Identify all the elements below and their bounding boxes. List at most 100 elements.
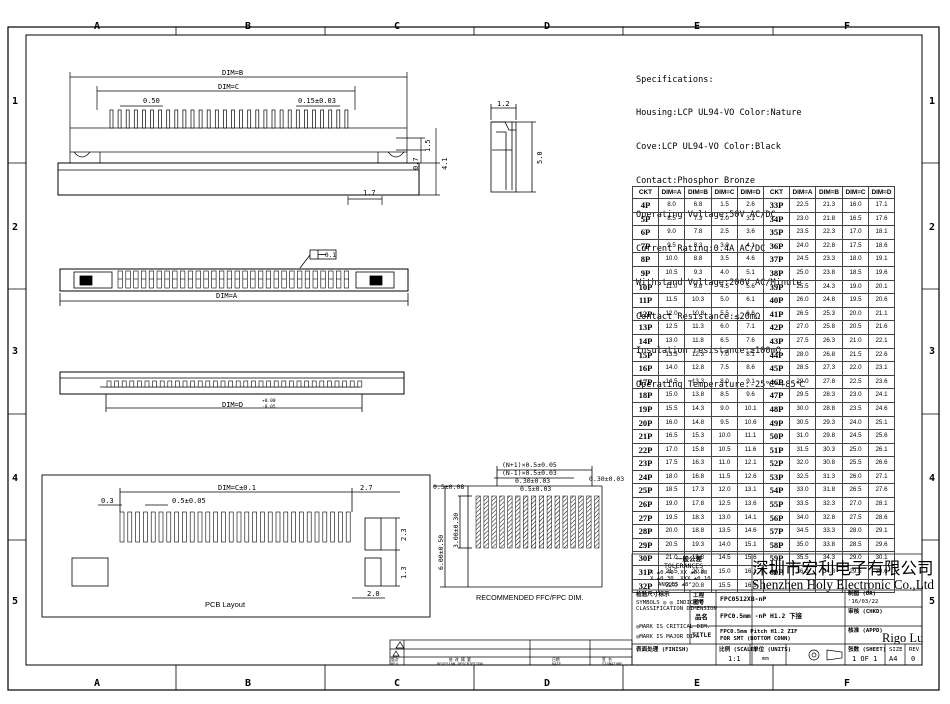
dim-cell: 10.3	[684, 293, 712, 308]
dim-cell: 27.8	[815, 374, 843, 390]
pcb-03-label: 0.3	[101, 497, 114, 505]
fpc-finger	[586, 495, 592, 549]
zone-column-label: A	[94, 678, 100, 689]
dim-cell: 19.0	[842, 279, 869, 295]
dim-07-label: 0.7	[412, 157, 420, 170]
contact-pin	[117, 270, 123, 289]
zone-column-label: B	[245, 21, 251, 32]
dim-cell: 23.5	[789, 225, 816, 240]
dim-cell: 19.3	[684, 537, 712, 553]
contact-pin	[342, 380, 347, 388]
ckt-cell: 17P	[632, 374, 659, 390]
ckt-cell: 9P	[632, 265, 659, 281]
approver-name: Rigo Lu	[882, 631, 924, 645]
dim-cell: 35.0	[789, 537, 816, 553]
contact-pin	[125, 270, 131, 289]
dim-cell: 31.8	[815, 483, 843, 499]
contact-pin	[114, 380, 119, 388]
dim-cell: 19.5	[842, 293, 869, 308]
side-width-label: 1.2	[497, 100, 510, 108]
dim-cell: 24.3	[815, 279, 843, 295]
dim-cell: 27.5	[842, 510, 869, 526]
dim-cell: 24.1	[868, 388, 895, 403]
zone-row-label: 5	[12, 596, 18, 607]
contact-pin	[133, 109, 138, 129]
dim-cell: 19.5	[658, 510, 685, 526]
dim-cell: 14.6	[737, 524, 764, 539]
dim-cell: 20.6	[868, 293, 895, 308]
dim-cell: 14.8	[684, 415, 712, 431]
fpc-finger	[523, 495, 529, 549]
dim-cell: 27.0	[842, 497, 869, 512]
table-header-cell: DIM=C	[842, 186, 869, 199]
contact-pin	[182, 109, 187, 129]
dim-cell: 19.6	[868, 265, 895, 281]
ckt-cell: 43P	[763, 333, 790, 349]
dim-cell: 29.3	[815, 415, 843, 431]
dim-cell: 14.3	[684, 401, 712, 417]
dim-cell: 15.1	[737, 537, 764, 553]
dim-cell: 11.0	[711, 456, 738, 471]
contact-pin	[156, 270, 162, 289]
dim-cell: 29.0	[789, 374, 816, 390]
ckt-cell: 45P	[763, 361, 790, 376]
dim-cell: 3.0	[711, 238, 738, 254]
pcb-pad	[197, 511, 203, 543]
pcb-pad	[322, 511, 328, 543]
dim-cell: 17.0	[658, 442, 685, 458]
ckt-cell: 52P	[763, 456, 790, 471]
pcb-pad	[119, 511, 125, 543]
pcb-pad	[166, 511, 172, 543]
contact-pin	[174, 109, 179, 129]
contact-pin	[266, 380, 271, 388]
pcb-pad	[213, 511, 218, 543]
contact-pin	[133, 270, 139, 289]
ckt-cell: 22P	[632, 442, 659, 458]
units-value: mm	[762, 656, 769, 662]
flatness-label: 0.1	[325, 252, 336, 259]
ckt-cell: 27P	[632, 510, 659, 526]
ckt-cell: 26P	[632, 497, 659, 512]
contact-pin	[231, 109, 235, 129]
title-line-1: FPC0.5mm Pitch H1.2 ZIF	[720, 629, 798, 635]
dim-cell: 31.5	[789, 442, 816, 458]
dim-cell: 3.1	[737, 211, 764, 227]
front-view	[57, 72, 440, 205]
zone-row-label: 4	[929, 473, 935, 484]
fpc-300-label: 3.00±0.30	[452, 513, 460, 548]
dim-cell: 15.5	[711, 578, 738, 594]
contact-pin	[226, 270, 232, 289]
dim-cell: 22.8	[815, 238, 843, 254]
contact-pin	[206, 109, 211, 129]
dim-cell: 16.5	[842, 211, 869, 227]
ckt-cell: 8P	[632, 252, 659, 267]
contact-pin	[198, 109, 203, 129]
contact-pin	[219, 270, 225, 289]
table-header-cell: DIM=A	[789, 186, 816, 199]
contact-pin	[228, 380, 233, 388]
dim-cell: 28.6	[868, 510, 895, 526]
contact-pin	[296, 380, 302, 388]
dim-cell: 9.5	[658, 238, 685, 254]
dim-cell: 12.5	[658, 320, 685, 335]
pcb-pad	[135, 511, 140, 543]
spec-heading: Specifications:	[636, 74, 714, 85]
dim-cell: 13.5	[658, 347, 685, 363]
dim-cell: 30.5	[789, 415, 816, 431]
dim-cell: 26.0	[789, 293, 816, 308]
dim-cell: 29.1	[868, 524, 895, 539]
tolerances-cn: 一般公差	[676, 555, 702, 563]
contact-pin	[223, 109, 227, 129]
ckt-cell: 49P	[763, 415, 790, 431]
name-label: 品名	[695, 613, 708, 621]
dim-cell: 11.6	[737, 442, 764, 458]
dim-cell: 8.1	[737, 347, 764, 363]
dim-cell: 10.5	[658, 265, 685, 281]
dim-cell: 1.5	[711, 198, 738, 213]
contact-pin	[255, 109, 260, 129]
